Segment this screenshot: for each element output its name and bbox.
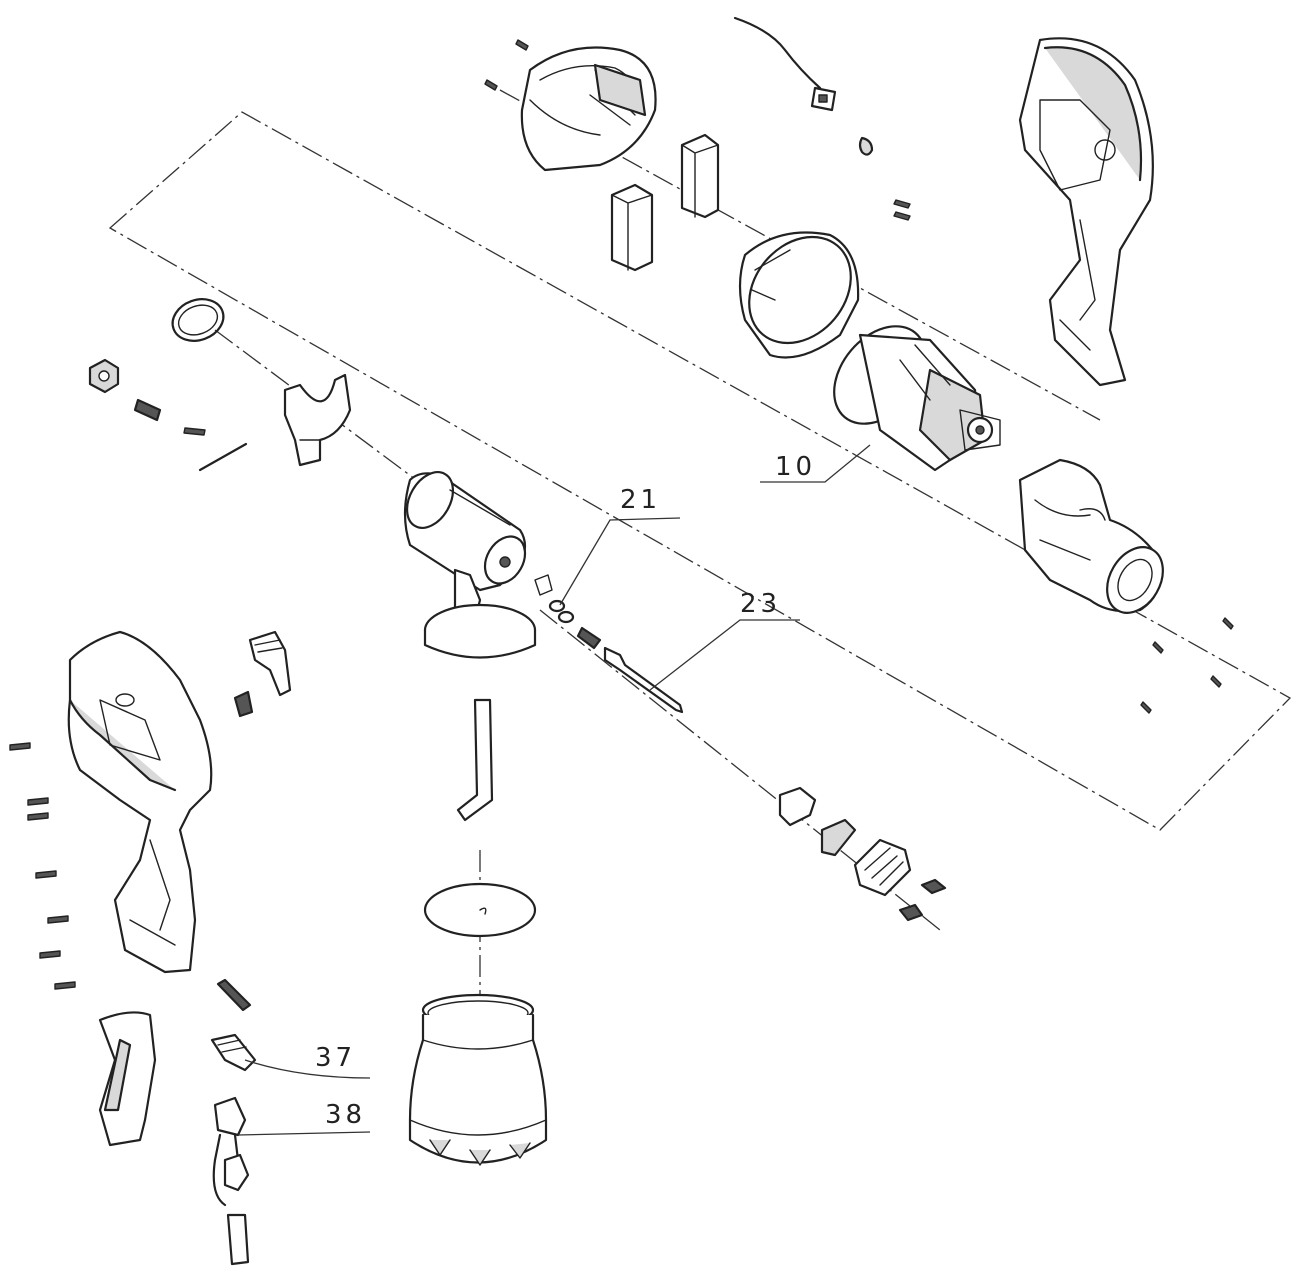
rear-housing-shell [1018, 37, 1154, 387]
callout-21: 21 [559, 485, 681, 606]
front-handle-housing [67, 630, 213, 974]
bracket-clamp [283, 373, 352, 467]
screw [183, 427, 206, 436]
screw [484, 39, 529, 91]
screw [893, 199, 911, 221]
pump-housing [1018, 458, 1164, 614]
pin [198, 442, 248, 472]
nozzle-cap [778, 786, 912, 897]
needle [603, 646, 684, 714]
filter-disc [423, 882, 537, 938]
callout-10: 10 [760, 444, 871, 483]
rear-grille-cover [520, 46, 657, 172]
callout-label-10: 10 [775, 452, 816, 482]
nut [88, 358, 120, 394]
callout-label-38: 38 [325, 1100, 366, 1130]
suction-tube [456, 698, 494, 822]
screw [1140, 617, 1234, 714]
spring [133, 398, 162, 422]
power-cable [733, 16, 837, 112]
callout-23: 23 [649, 589, 800, 691]
motor [833, 325, 1001, 472]
callout-37: 37 [244, 1043, 371, 1079]
assembly-boundary [108, 111, 1292, 831]
callout-label-37: 37 [315, 1043, 356, 1073]
needle-spring [576, 626, 602, 650]
nozzle-washer [548, 599, 575, 624]
trigger-switch [248, 630, 292, 697]
grip-cover [98, 1011, 157, 1147]
callout-label-21: 21 [620, 485, 661, 515]
callout-label-23: 23 [740, 589, 781, 619]
adjuster-knob [898, 878, 947, 922]
fan-housing [738, 231, 860, 359]
connector [212, 1096, 250, 1266]
callout-38: 38 [237, 1100, 371, 1136]
paint-container [408, 993, 548, 1166]
clip [858, 136, 874, 156]
spring [233, 690, 254, 718]
brush-block [610, 133, 720, 272]
valve-body [403, 471, 553, 659]
switch [210, 1033, 257, 1072]
o-ring [171, 298, 225, 342]
pin [216, 978, 252, 1012]
screw [9, 742, 76, 990]
